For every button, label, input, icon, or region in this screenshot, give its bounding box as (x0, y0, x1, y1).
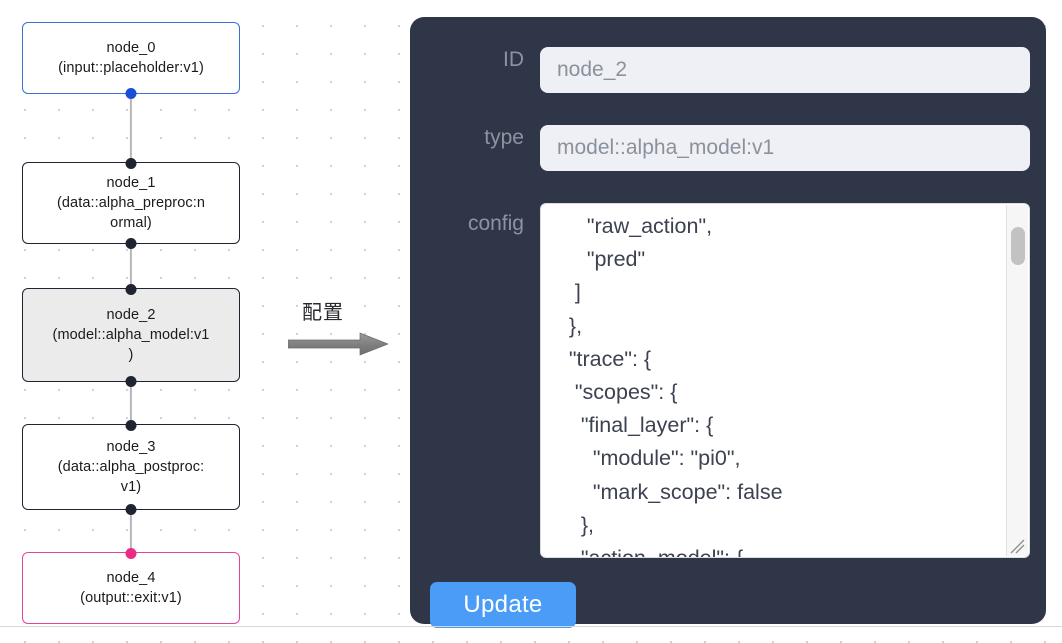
node-port-out[interactable] (125, 375, 137, 387)
id-input[interactable]: node_2 (540, 47, 1030, 93)
config-textarea-wrapper[interactable]: "raw_action", "pred" ] }, "trace": { "sc… (540, 203, 1030, 558)
node-subtitle: (input::placeholder:v1) (58, 60, 204, 76)
node-port-in[interactable] (125, 157, 137, 169)
resize-handle-icon[interactable] (1007, 536, 1027, 556)
node-subtitle-line1: (model::alpha_model:v1 (52, 327, 210, 343)
edge-node0-node1 (129, 93, 133, 163)
type-input[interactable]: model::alpha_model:v1 (540, 125, 1030, 171)
node-title: node_3 (106, 439, 156, 455)
edge-node3-node4 (129, 509, 133, 553)
id-field-label: ID (503, 48, 524, 71)
graph-node-node_4[interactable]: node_4 (output::exit:v1) (22, 547, 240, 624)
graph-node-node_0[interactable]: node_0 (input::placeholder:v1) (22, 22, 240, 99)
node-title: node_1 (106, 175, 156, 191)
field-row-config: config "raw_action", "pred" ] }, "trace"… (430, 203, 1030, 558)
node-title: node_0 (106, 40, 156, 56)
config-textarea-content[interactable]: "raw_action", "pred" ] }, "trace": { "sc… (568, 214, 783, 557)
graph-node-node_3[interactable]: node_3 (data::alpha_postproc: v1) (22, 419, 240, 515)
node-subtitle-line1: (data::alpha_preproc:n (56, 195, 206, 211)
node-subtitle-line2: ormal) (110, 215, 152, 231)
node-properties-panel: ID node_2 type model::alpha_model:v1 con… (410, 17, 1046, 628)
node-port-in[interactable] (125, 283, 137, 295)
node-subtitle: (output::exit:v1) (80, 590, 182, 606)
node-title: node_2 (106, 307, 156, 323)
config-scrollbar-thumb[interactable] (1011, 227, 1025, 265)
node-subtitle-line1: (data::alpha_postproc: (57, 459, 205, 475)
graph-node-node_1[interactable]: node_1 (data::alpha_preproc:n ormal) (22, 157, 240, 249)
node-title: node_4 (106, 570, 156, 586)
edge-node2-node3 (129, 381, 133, 425)
arrow-right-icon (288, 332, 388, 356)
node-subtitle-line2: v1) (120, 479, 142, 495)
config-field-label: config (467, 212, 524, 235)
config-scrollbar[interactable] (1006, 205, 1028, 556)
node-port-in[interactable] (125, 547, 137, 559)
graph-node-node_2[interactable]: node_2 (model::alpha_model:v1 ) (22, 283, 240, 387)
type-field-label: type (484, 126, 524, 149)
annotation-caption: 配置 (302, 302, 344, 324)
update-button[interactable]: Update (430, 582, 576, 628)
edge-node1-node2 (129, 243, 133, 289)
graph-canvas[interactable]: node_0 (input::placeholder:v1) node_1 (d… (0, 0, 400, 643)
field-row-id: ID node_2 (430, 47, 1030, 93)
bottom-divider (0, 626, 1062, 627)
node-port-out[interactable] (125, 503, 137, 515)
field-row-type: type model::alpha_model:v1 (430, 125, 1030, 171)
annotation-arrow-group: 配置 (288, 296, 392, 364)
node-port-out[interactable] (125, 87, 137, 99)
node-subtitle-line2: ) (128, 347, 134, 363)
node-port-in[interactable] (125, 419, 137, 431)
config-textarea[interactable]: "raw_action", "pred" ] }, "trace": { "sc… (540, 203, 1030, 558)
node-port-out[interactable] (125, 237, 137, 249)
